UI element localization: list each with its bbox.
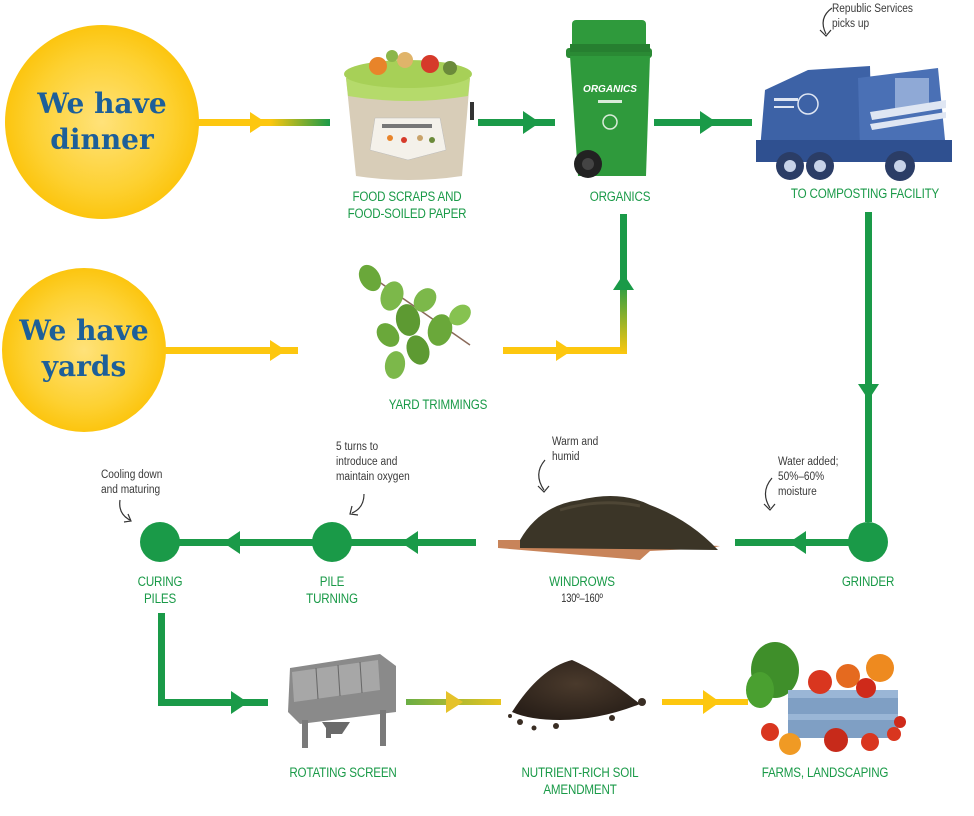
arrow-right-icon	[446, 691, 463, 713]
leaf-branch-icon	[358, 264, 471, 379]
label-yard-trimmings: YARD TRIMMINGS	[378, 396, 498, 413]
soil-pile-icon	[508, 660, 646, 731]
note-line: 50%–60%	[778, 471, 825, 483]
arrow-right-icon	[556, 340, 572, 361]
curved-arrow-icon	[119, 499, 131, 521]
note-line: humid	[552, 451, 580, 463]
label-line: PILE	[319, 574, 345, 589]
note-line: maintain oxygen	[336, 471, 410, 483]
label-composting-facility: TO COMPOSTING FACILITY	[783, 185, 946, 202]
arrow-left-icon	[401, 531, 418, 554]
yards-title-line2: yards	[41, 350, 127, 383]
label-curing-piles: CURING PILES	[126, 573, 195, 607]
label-line: ORGANICS	[589, 189, 651, 204]
label-pile-turning: PILE TURNING	[298, 573, 367, 607]
note-line: Water added;	[778, 456, 839, 468]
grinder-node	[848, 522, 888, 562]
arrow-left-icon	[789, 531, 806, 554]
note-line: introduce and	[336, 456, 398, 468]
dinner-title: We have dinner	[12, 86, 192, 158]
label-line: FARMS, LANDSCAPING	[761, 765, 889, 780]
connector-trimmings-to-organics	[503, 214, 634, 361]
connector-windrows-to-turning	[338, 531, 476, 554]
connector-grinder-to-windrows	[735, 531, 869, 554]
label-line: TO COMPOSTING FACILITY	[790, 186, 940, 201]
pile-turning-node	[312, 522, 352, 562]
arrow-right-icon	[700, 111, 717, 134]
note-line: and maturing	[101, 484, 161, 496]
label-windrows: WINDROWS 130º–160º	[539, 573, 625, 607]
trommel-screen-icon	[288, 654, 396, 748]
note-line: Cooling down	[101, 469, 163, 481]
compost-pile-icon	[498, 496, 720, 560]
label-rotating-screen: ROTATING SCREEN	[279, 764, 408, 781]
connector-soil-to-farms	[662, 690, 748, 714]
connector-curing-to-screen	[158, 613, 268, 714]
organics-cart-icon: ORGANICS	[566, 20, 652, 178]
label-food-scraps: FOOD SCRAPS AND FOOD-SOILED PAPER	[343, 188, 472, 222]
connector-screen-to-soil	[406, 691, 501, 713]
yards-circle	[2, 268, 166, 432]
label-organics: ORGANICS	[568, 188, 671, 205]
yards-title: We have yards	[0, 313, 174, 385]
connector-truck-to-grinder	[858, 212, 879, 522]
dinner-title-line2: dinner	[50, 123, 154, 156]
label-line: WINDROWS	[549, 574, 615, 589]
note-line: 5 turns to	[336, 441, 379, 453]
connector-yards-to-trimmings	[164, 340, 298, 361]
connector-turning-to-curing	[165, 531, 335, 554]
note-cooling-down: Cooling down and maturing	[101, 468, 162, 498]
arrow-left-icon	[223, 531, 240, 554]
label-line: GRINDER	[841, 574, 895, 589]
label-farms-landscaping: FARMS, LANDSCAPING	[752, 764, 898, 781]
label-soil-amendment: NUTRIENT-RICH SOIL AMENDMENT	[511, 764, 649, 798]
label-line: NUTRIENT-RICH SOIL	[521, 765, 639, 780]
note-line: moisture	[778, 486, 817, 498]
note-line: Warm and	[552, 436, 599, 448]
label-line: TURNING	[306, 591, 358, 606]
vegetable-crate-icon	[746, 642, 906, 755]
arrow-up-icon	[613, 274, 634, 290]
arrow-right-icon	[231, 691, 248, 714]
curved-arrow-icon	[351, 493, 365, 514]
windrows-temperature: 130º–160º	[561, 591, 603, 605]
source-dinner	[5, 25, 199, 219]
yards-title-line1: We have	[19, 314, 149, 347]
dinner-title-line1: We have	[37, 87, 167, 120]
label-grinder: GRINDER	[825, 573, 911, 590]
arrow-down-icon	[858, 384, 879, 400]
note-water-added: Water added; 50%–60% moisture	[778, 455, 838, 500]
note-line: Republic Services	[832, 3, 914, 15]
arrow-right-icon	[523, 111, 540, 134]
garbage-truck-icon	[756, 66, 952, 181]
label-line: AMENDMENT	[543, 782, 617, 797]
cart-label: ORGANICS	[583, 84, 637, 95]
arrow-right-icon	[250, 112, 266, 133]
label-line: FOOD SCRAPS AND	[352, 189, 462, 204]
curved-arrow-icon	[764, 477, 773, 509]
arrow-right-icon	[270, 340, 286, 361]
label-line: ROTATING SCREEN	[289, 765, 397, 780]
label-line: YARD TRIMMINGS	[388, 397, 488, 412]
curved-arrow-icon	[822, 7, 833, 35]
arrow-right-icon	[703, 690, 720, 714]
connector-foodscraps-to-organics	[478, 111, 555, 134]
label-line: FOOD-SOILED PAPER	[347, 206, 467, 221]
connector-organics-to-truck	[654, 111, 752, 134]
label-line: CURING	[137, 574, 183, 589]
note-republic-services: Republic Services picks up	[832, 2, 913, 32]
connector-dinner-to-foodscraps	[198, 112, 330, 133]
source-yards	[2, 268, 166, 432]
curing-piles-node	[140, 522, 180, 562]
note-line: picks up	[832, 18, 870, 30]
kitchen-caddy-icon	[344, 50, 474, 180]
dinner-circle	[5, 25, 199, 219]
note-five-turns: 5 turns to introduce and maintain oxygen	[336, 440, 410, 485]
note-warm-humid: Warm and humid	[552, 435, 598, 465]
label-line: PILES	[143, 591, 177, 606]
curved-arrow-icon	[538, 459, 546, 491]
